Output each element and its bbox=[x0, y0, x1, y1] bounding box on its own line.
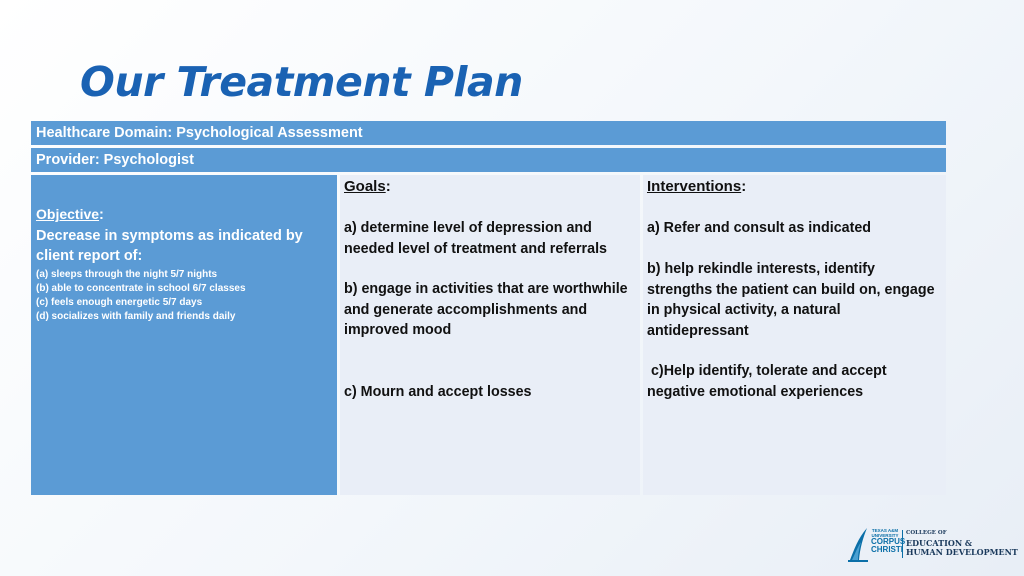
goal-item: b) engage in activities that are worthwh… bbox=[344, 281, 628, 338]
interventions-heading: Interventions: bbox=[647, 177, 942, 198]
provider-row: Provider: Psychologist bbox=[31, 148, 946, 172]
interventions-label: Interventions bbox=[647, 178, 742, 195]
objective-criterion: (c) feels enough energetic 5/7 days bbox=[36, 297, 203, 309]
objective-criterion: (b) able to concentrate in school 6/7 cl… bbox=[36, 282, 246, 294]
college-line: EDUCATION & bbox=[906, 537, 973, 548]
goals-column: Goals: a) determine level of depression … bbox=[340, 175, 640, 495]
objective-label-colon: : bbox=[99, 207, 104, 223]
objective-statement: Decrease in symptoms as indicated by cli… bbox=[36, 227, 303, 265]
university-wordmark: TEXAS A&M UNIVERSITY CORPUS CHRISTI bbox=[871, 528, 906, 554]
goal-item: c) Mourn and accept losses bbox=[344, 384, 532, 400]
university-line: CORPUS bbox=[871, 537, 906, 546]
seabird-logo-icon bbox=[848, 528, 868, 562]
treatment-plan-table: Healthcare Domain: Psychological Assessm… bbox=[31, 121, 946, 495]
intervention-item: a) Refer and consult as indicated bbox=[647, 220, 872, 236]
objective-column: Objective: Decrease in symptoms as indic… bbox=[31, 175, 337, 495]
goals-heading: Goals: bbox=[344, 177, 636, 198]
goals-label-colon: : bbox=[385, 178, 391, 195]
healthcare-domain-row: Healthcare Domain: Psychological Assessm… bbox=[31, 121, 946, 145]
college-logo: TEXAS A&M UNIVERSITY CORPUS CHRISTI COLL… bbox=[848, 526, 1018, 562]
interventions-column: Interventions: a) Refer and consult as i… bbox=[643, 175, 946, 495]
university-line: TEXAS A&M bbox=[871, 528, 899, 533]
objective-heading: Objective: bbox=[36, 205, 332, 226]
objective-criteria-list: (a) sleeps through the night 5/7 nights … bbox=[36, 268, 332, 325]
interventions-label-colon: : bbox=[741, 178, 747, 195]
university-line: UNIVERSITY bbox=[871, 532, 899, 538]
intervention-item: b) help rekindle interests, identify str… bbox=[647, 261, 935, 339]
college-line: COLLEGE OF bbox=[906, 530, 947, 536]
logo-divider bbox=[902, 530, 903, 558]
slide-title: Our Treatment Plan bbox=[80, 58, 523, 106]
intervention-item: c)Help identify, tolerate and accept neg… bbox=[647, 363, 891, 400]
university-line: CHRISTI bbox=[871, 545, 903, 554]
objective-criterion: (a) sleeps through the night 5/7 nights bbox=[36, 268, 218, 280]
goals-label: Goals bbox=[344, 178, 386, 195]
objective-label: Objective bbox=[36, 206, 100, 222]
goal-item: a) determine level of depression and nee… bbox=[344, 220, 607, 257]
college-line: HUMAN DEVELOPMENT bbox=[906, 546, 1018, 557]
college-wordmark: COLLEGE OF EDUCATION & HUMAN DEVELOPMENT bbox=[906, 530, 1018, 557]
objective-criterion: (d) socializes with family and friends d… bbox=[36, 311, 236, 323]
